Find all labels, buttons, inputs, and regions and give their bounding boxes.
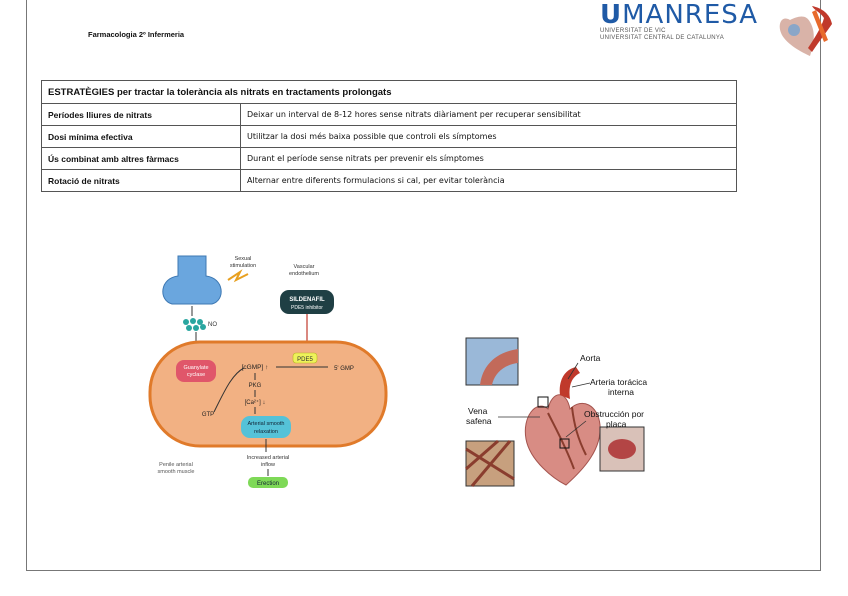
highlight-box bbox=[559, 438, 570, 449]
sexual-stimulation-label-2: stimulation bbox=[230, 263, 256, 269]
heart-illustration bbox=[779, 6, 832, 56]
muscle-label-1: Penile arterial bbox=[159, 462, 193, 468]
sildenafil-label: SILDENAFIL bbox=[289, 297, 325, 303]
sildenafil-box bbox=[280, 290, 334, 314]
guanylate-cyclase-box bbox=[176, 360, 216, 382]
nerve-terminal bbox=[162, 255, 222, 305]
description-cell: Alternar entre diferents formulacions si… bbox=[240, 169, 737, 192]
erection-label: Erection bbox=[257, 481, 279, 487]
vein-lines bbox=[465, 439, 515, 487]
description-cell: Durant el període sense nitrats per prev… bbox=[240, 147, 737, 170]
university-brand: UMANRESA UNIVERSITAT DE VIC UNIVERSITAT … bbox=[600, 2, 780, 42]
muscle-label-2: smooth muscle bbox=[158, 469, 195, 475]
gtp-label: GTP bbox=[202, 412, 214, 418]
erection-box bbox=[248, 477, 288, 488]
table-row: Períodes lliures de nitrats Deixar un in… bbox=[41, 103, 737, 126]
course-title: Farmacologia 2º Infermeria bbox=[88, 30, 185, 39]
page-frame bbox=[26, 0, 821, 571]
strategy-cell: Períodes lliures de nitrats bbox=[41, 103, 241, 126]
aorta-vessel bbox=[559, 367, 580, 399]
artery-graft bbox=[480, 349, 518, 385]
table-row: Dosi mínima efectiva Utilitzar la dosi m… bbox=[41, 125, 737, 148]
gmp-label: 5' GMP bbox=[334, 366, 354, 372]
thoracic-label-1: Arteria torácica bbox=[590, 377, 647, 387]
strategies-table: ESTRATÈGIES per tractar la tolerància al… bbox=[41, 80, 737, 192]
sildenafil-mechanism-diagram: Sexual stimulation Vascular endothelium … bbox=[128, 242, 398, 494]
relaxation-box bbox=[241, 416, 291, 438]
obstruction-label-2: placa bbox=[606, 419, 627, 429]
sexual-stimulation-label-1: Sexual bbox=[235, 256, 252, 262]
stimulation-bolt bbox=[227, 269, 249, 283]
cyclase-label: cyclase bbox=[187, 372, 205, 378]
brand-prefix: U bbox=[600, 0, 623, 30]
table-header-row: ESTRATÈGIES per tractar la tolerància al… bbox=[41, 80, 737, 104]
relaxation-label-1: Arterial smooth bbox=[248, 421, 285, 427]
vein-label-2: safena bbox=[466, 416, 492, 426]
pkg-label: PKG bbox=[249, 383, 262, 389]
aorta-label: Aorta bbox=[580, 353, 601, 363]
highlight-box bbox=[537, 396, 549, 408]
brand-name-text: MANRESA bbox=[622, 0, 759, 30]
plaque-lesion bbox=[608, 439, 636, 459]
heart-shape bbox=[524, 394, 601, 486]
pde5-box bbox=[292, 352, 318, 364]
brand-line-1: UNIVERSITAT DE VIC bbox=[600, 28, 666, 34]
pde5-inhibitor-label: PDE5 inhibitor bbox=[291, 305, 323, 311]
description-cell: Utilitzar la dosi més baixa possible que… bbox=[240, 125, 737, 148]
strategy-cell: Ús combinat amb altres fàrmacs bbox=[41, 147, 241, 170]
brand-line-2: UNIVERSITAT CENTRAL DE CATALUNYA bbox=[600, 35, 725, 41]
cgmp-label: [cGMP] ↑ bbox=[242, 364, 269, 371]
inflow-label-1: Increased arterial bbox=[247, 455, 290, 461]
strategy-cell: Rotació de nitrats bbox=[41, 169, 241, 192]
strategy-cell: Dosi mínima efectiva bbox=[41, 125, 241, 148]
vascular-endothelium-label-1: Vascular bbox=[294, 264, 315, 270]
no-molecules bbox=[183, 318, 206, 331]
inflow-label-2: inflow bbox=[261, 462, 275, 468]
relaxation-label-2: relaxation bbox=[254, 429, 278, 435]
guanylate-label: Guanylate bbox=[183, 365, 208, 371]
leader-line bbox=[571, 382, 591, 388]
arrow bbox=[213, 367, 245, 413]
thoracic-label-2: interna bbox=[608, 387, 634, 397]
table-title: ESTRATÈGIES per tractar la tolerància al… bbox=[41, 80, 737, 104]
leader-line bbox=[565, 420, 587, 438]
vascular-endothelium-label-2: endothelium bbox=[289, 271, 319, 277]
coronary-bypass-figure: Aorta Arteria torácica interna Vena safe… bbox=[462, 329, 680, 494]
brand-name: UMANRESA bbox=[600, 2, 780, 28]
obstruction-label-1: Obstrucción por bbox=[584, 409, 644, 419]
calcium-label: [Ca²⁺] ↓ bbox=[245, 399, 266, 406]
description-cell: Deixar un interval de 8-12 hores sense n… bbox=[240, 103, 737, 126]
table-row: Rotació de nitrats Alternar entre difere… bbox=[41, 169, 737, 192]
table-row: Ús combinat amb altres fàrmacs Durant el… bbox=[41, 147, 737, 170]
no-label: NO bbox=[208, 322, 217, 328]
pde5-label: PDE5 bbox=[297, 357, 313, 363]
vein-label-1: Vena bbox=[468, 406, 488, 416]
leader-line bbox=[567, 362, 579, 380]
